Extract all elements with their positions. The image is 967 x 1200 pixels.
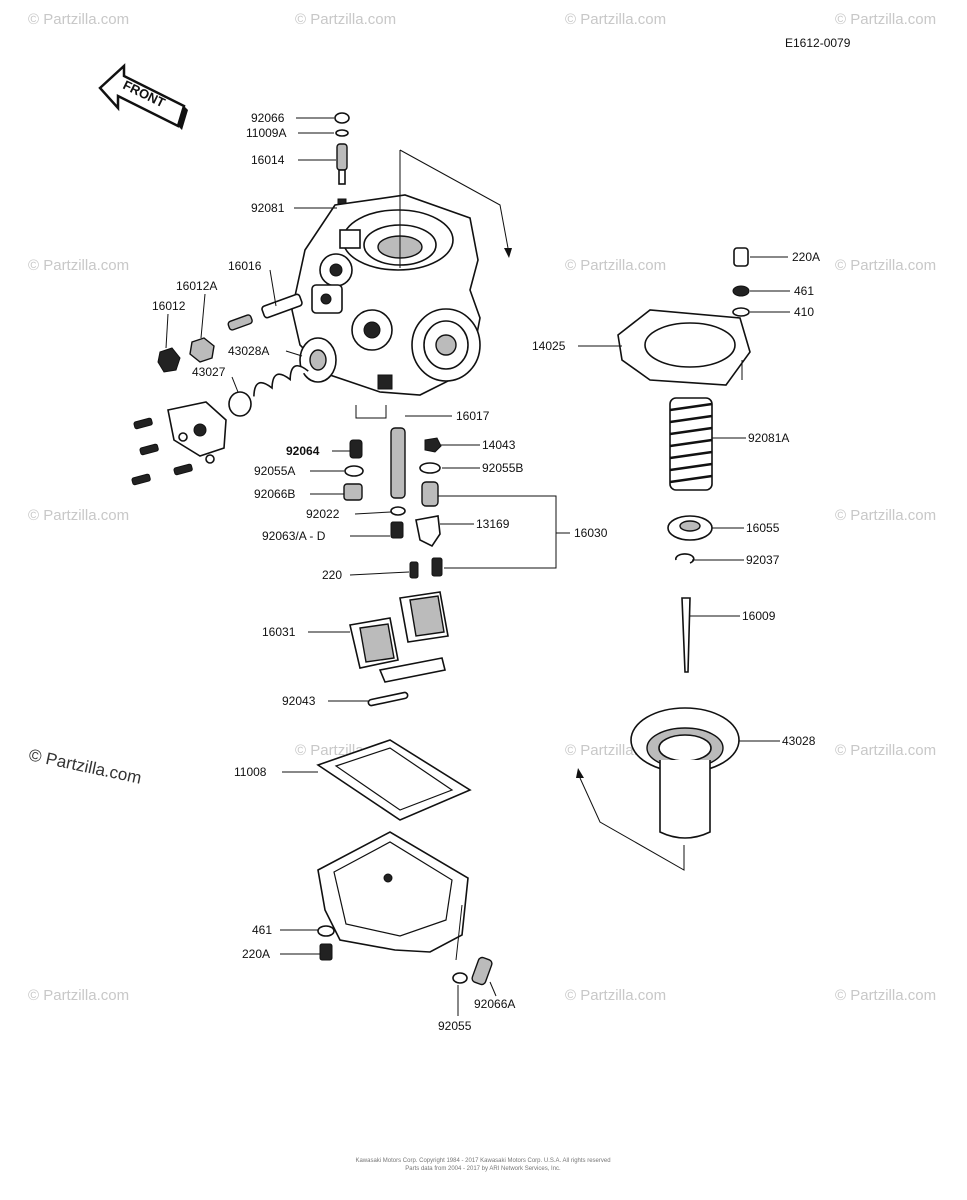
- callout-92081[interactable]: 92081: [251, 201, 285, 215]
- callout-11008[interactable]: 11008: [234, 765, 267, 779]
- part-461-drawing: [732, 285, 750, 297]
- callout-92081A[interactable]: 92081A: [748, 431, 789, 445]
- part-92055-drawing: [452, 972, 468, 984]
- part-461-bowl-drawing: [317, 925, 335, 937]
- callout-16012A[interactable]: 16012A: [176, 279, 217, 293]
- callout-92055A[interactable]: 92055A: [254, 464, 295, 478]
- part-16017-drawing: [390, 427, 406, 499]
- footer-data-source: Parts data from 2004 - 2017 by ARI Netwo…: [405, 1166, 561, 1172]
- part-410-drawing: [732, 307, 750, 317]
- callout-16030[interactable]: 16030: [574, 526, 608, 540]
- part-43028-drawing: [630, 707, 740, 839]
- part-drawings: [131, 112, 751, 986]
- part-92066A-drawing: [471, 956, 493, 986]
- watermark: © Partzilla.com: [835, 507, 936, 524]
- callout-220A[interactable]: 220A: [792, 250, 820, 264]
- callout-92066A[interactable]: 92066A: [474, 997, 515, 1011]
- callout-92055B[interactable]: 92055B: [482, 461, 523, 475]
- part-92055B-drawing: [419, 462, 441, 474]
- part-16016-tip-drawing: [227, 314, 253, 331]
- part-16012-drawing: [157, 347, 181, 373]
- callout-220[interactable]: 220: [322, 568, 342, 582]
- watermark: © Partzilla.com: [565, 11, 666, 28]
- callout-92063AD[interactable]: 92063/A - D: [262, 529, 326, 543]
- callout-labels: 92066 11009A 16014 92081 16016 16012A 16…: [152, 111, 820, 1033]
- leader-lines: [165, 117, 790, 1016]
- part-16012A-drawing: [189, 337, 215, 363]
- callout-16014[interactable]: 16014: [251, 153, 285, 167]
- part-220-drawing: [409, 561, 419, 579]
- part-13169-drawing: [415, 515, 441, 548]
- part-92066-drawing: [334, 112, 350, 124]
- callout-16012[interactable]: 16012: [152, 299, 186, 313]
- callout-43028[interactable]: 43028: [782, 734, 816, 748]
- callout-14025[interactable]: 14025: [532, 339, 566, 353]
- part-16031-drawing: [349, 591, 449, 683]
- footer-copyright: Kawasaki Motors Corp. Copyright 1984 - 2…: [355, 1158, 610, 1164]
- part-16014-tip-drawing: [338, 169, 346, 185]
- watermark: © Partzilla.com: [28, 11, 129, 28]
- callout-92022[interactable]: 92022: [306, 507, 340, 521]
- watermark: © Partzilla.com: [28, 507, 129, 524]
- callout-92037[interactable]: 92037: [746, 553, 780, 567]
- part-92043-drawing: [367, 691, 409, 707]
- callout-43028A[interactable]: 43028A: [228, 344, 269, 358]
- part-16016-drawing: [261, 293, 303, 319]
- callout-43027[interactable]: 43027: [192, 365, 226, 379]
- watermark: © Partzilla.com: [835, 11, 936, 28]
- watermarks: © Partzilla.com © Partzilla.com © Partzi…: [27, 11, 936, 1004]
- part-14043-drawing: [424, 437, 442, 453]
- callout-16017[interactable]: 16017: [456, 409, 490, 423]
- diagram-code: E1612-0079: [785, 36, 851, 50]
- part-43027-drawing: [228, 391, 252, 417]
- float-bowl-drawing: [317, 831, 469, 953]
- watermark: © Partzilla.com: [835, 257, 936, 274]
- part-92081A-drawing: [669, 397, 713, 491]
- callout-92043[interactable]: 92043: [282, 694, 316, 708]
- watermark: © Partzilla.com: [565, 257, 666, 274]
- callout-92066B[interactable]: 92066B: [254, 487, 295, 501]
- callout-461[interactable]: 461: [794, 284, 814, 298]
- watermark: © Partzilla.com: [565, 987, 666, 1004]
- watermark: © Partzilla.com: [835, 987, 936, 1004]
- callout-410[interactable]: 410: [794, 305, 814, 319]
- callout-220A-bowl[interactable]: 220A: [242, 947, 270, 961]
- watermark-prominent: © Partzilla.com: [27, 745, 143, 787]
- spring-drawing: [253, 364, 309, 397]
- part-92055A-drawing: [344, 465, 364, 477]
- watermark: © Partzilla.com: [28, 987, 129, 1004]
- part-11009A-drawing: [335, 129, 349, 137]
- part-220A-drawing: [733, 247, 749, 267]
- part-11008-drawing: [316, 739, 472, 821]
- callout-16055[interactable]: 16055: [746, 521, 780, 535]
- part-16030-jet-drawing: [421, 481, 439, 507]
- callout-11009A[interactable]: 11009A: [246, 126, 286, 140]
- part-92064-drawing: [349, 439, 363, 459]
- part-16014-drawing: [336, 143, 348, 171]
- part-92066B-drawing: [343, 483, 363, 501]
- callout-92066[interactable]: 92066: [251, 111, 285, 125]
- part-92022-drawing: [390, 506, 406, 516]
- callout-16016[interactable]: 16016: [228, 259, 262, 273]
- front-arrow-icon: FRONT: [98, 63, 188, 130]
- watermark: © Partzilla.com: [835, 742, 936, 759]
- callout-13169[interactable]: 13169: [476, 517, 510, 531]
- part-92063-drawing: [390, 521, 404, 539]
- watermark: © Partzilla.com: [28, 257, 129, 274]
- callout-16009[interactable]: 16009: [742, 609, 776, 623]
- callout-14043[interactable]: 14043: [482, 438, 516, 452]
- part-220A-bowl-drawing: [319, 943, 333, 961]
- callout-92055[interactable]: 92055: [438, 1019, 472, 1033]
- part-16009-drawing: [681, 597, 691, 673]
- part-92037-drawing: [675, 553, 695, 564]
- callout-16031[interactable]: 16031: [262, 625, 296, 639]
- callout-461-bowl[interactable]: 461: [252, 923, 272, 937]
- callout-92064[interactable]: 92064: [286, 444, 320, 458]
- watermark: © Partzilla.com: [295, 11, 396, 28]
